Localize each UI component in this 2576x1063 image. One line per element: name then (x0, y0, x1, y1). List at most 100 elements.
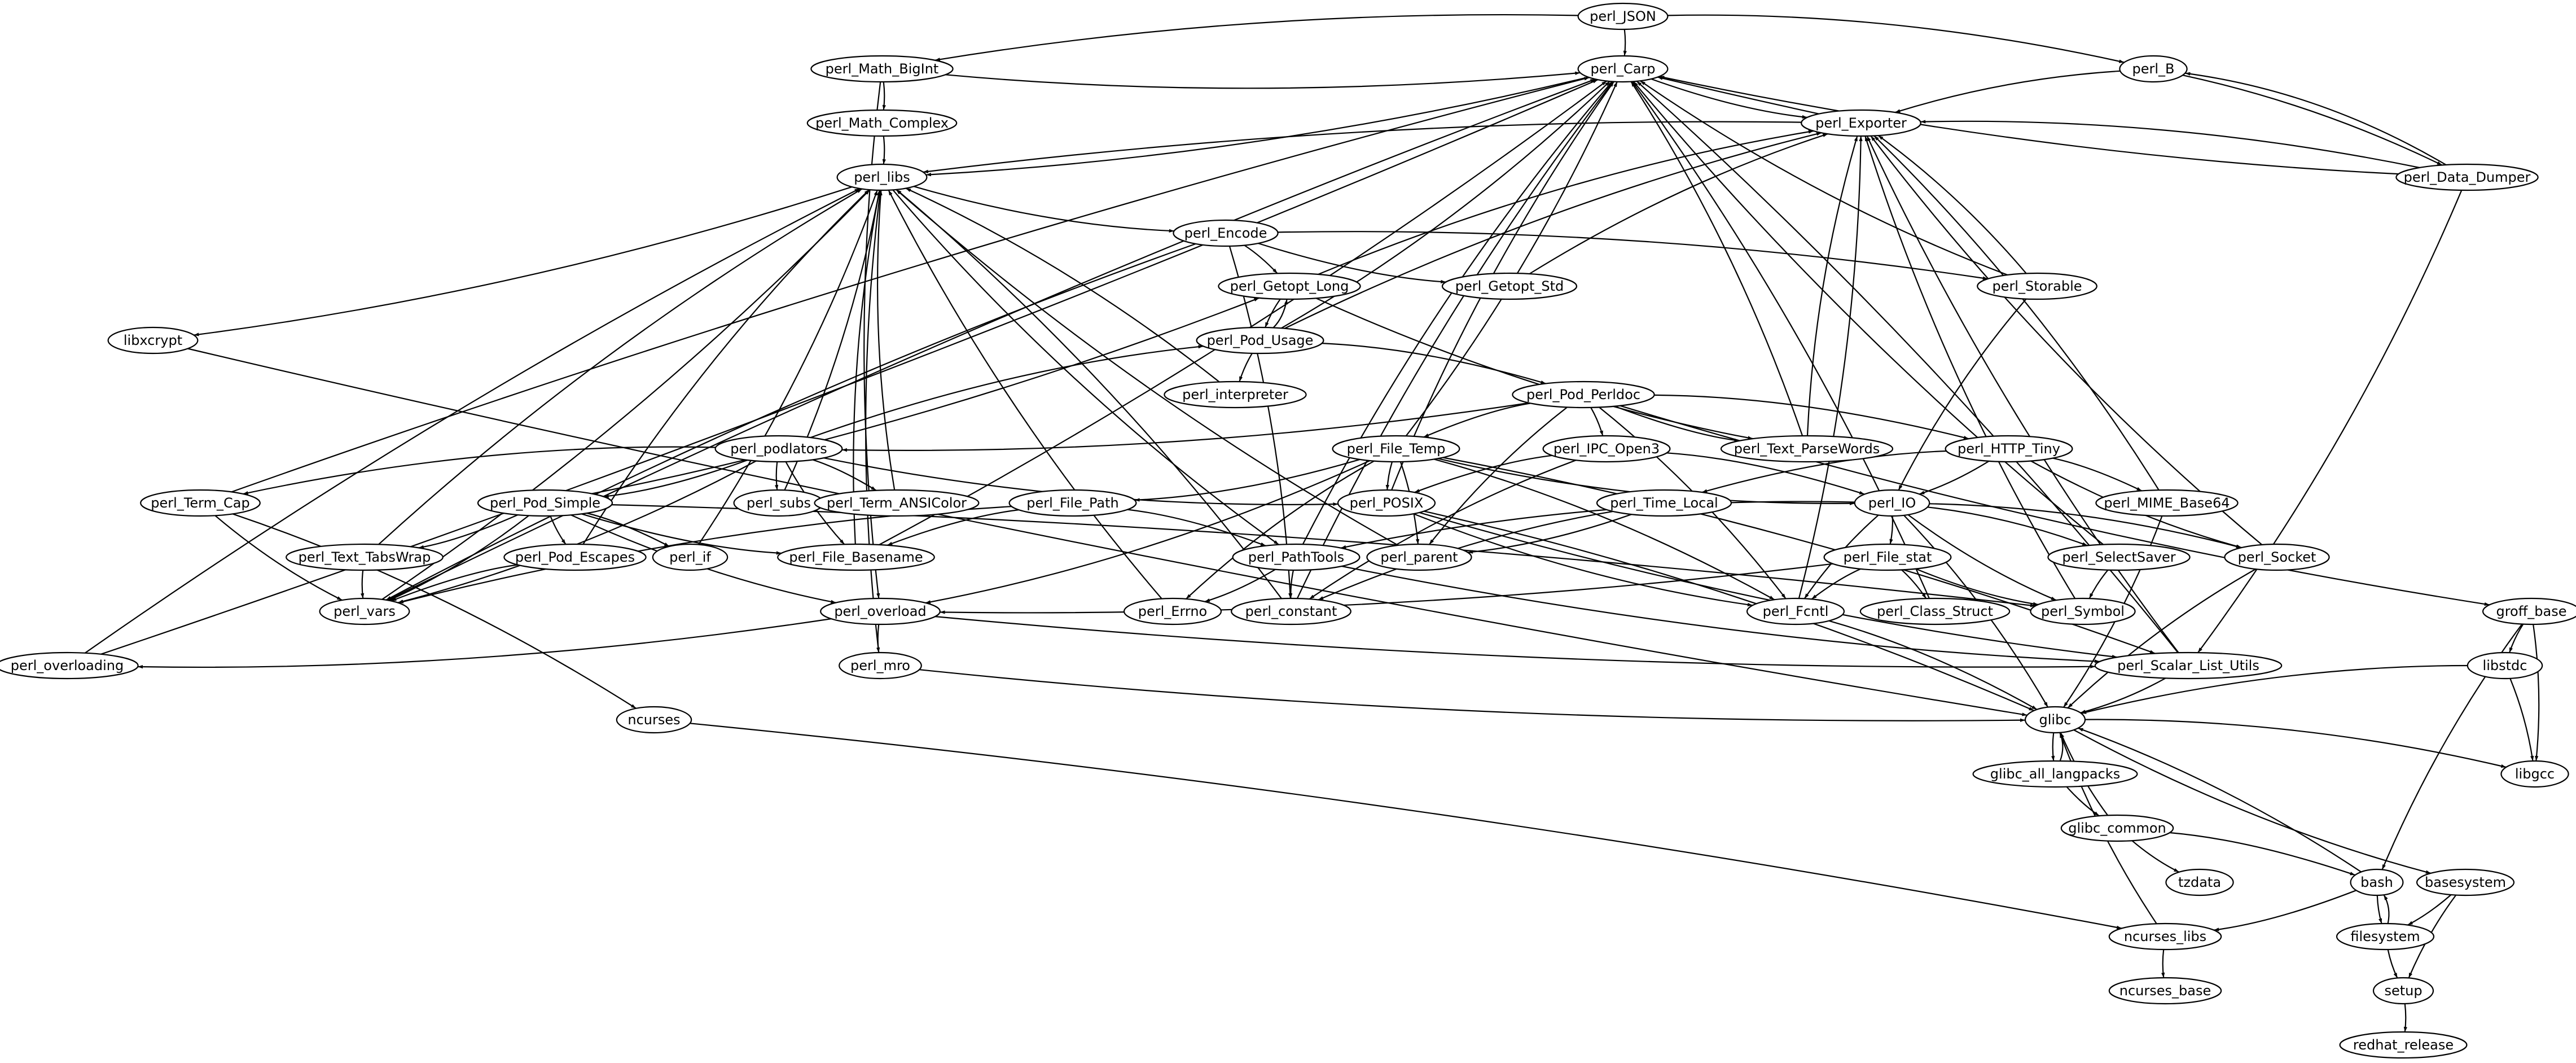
node-ncurses-libs[interactable]: ncurses_libs (2108, 922, 2222, 951)
node-label: perl_Scalar_List_Utils (2117, 658, 2259, 673)
node-label: perl_IO (1868, 495, 1916, 511)
node-perl-json[interactable]: perl_JSON (1577, 2, 1669, 30)
edge-perl-pod-perldoc-to-perl-file-temp (1423, 403, 1531, 438)
node-perl-file-temp[interactable]: perl_File_Temp (1332, 435, 1460, 463)
node-label: perl_Symbol (2041, 603, 2125, 619)
edge-perl-time-local-to-perl-constant (1318, 510, 1613, 601)
edge-perl-storable-to-perl-carp (1640, 80, 2008, 276)
node-perl-exporter[interactable]: perl_Exporter (1801, 109, 1921, 137)
node-perl-parent[interactable]: perl_parent (1366, 543, 1472, 571)
edge-perl-pod-usage-to-perl-interpreter (1239, 353, 1253, 382)
node-perl-selectsaver[interactable]: perl_SelectSaver (2047, 543, 2191, 571)
node-perl-getopt-std[interactable]: perl_Getopt_Std (1441, 272, 1578, 300)
node-perl-file-stat[interactable]: perl_File_stat (1823, 543, 1952, 571)
edge-perl-podlators-to-perl-term-ansicolor (812, 459, 877, 491)
node-libgcc[interactable]: libgcc (2500, 760, 2569, 788)
node-shape (814, 489, 980, 517)
node-glibc[interactable]: glibc (2024, 706, 2086, 734)
node-shape (2030, 597, 2136, 625)
node-filesystem[interactable]: filesystem (2336, 922, 2435, 951)
node-perl-constant[interactable]: perl_constant (1231, 597, 1351, 625)
node-shape (652, 543, 729, 571)
edge-perl-text-tabswrap-to-perl-vars (361, 570, 365, 599)
edge-perl-storable-to-perl-exporter (1877, 135, 2027, 274)
node-perl-overload[interactable]: perl_overload (820, 597, 941, 625)
node-tzdata[interactable]: tzdata (2165, 868, 2234, 896)
node-ncurses[interactable]: ncurses (616, 706, 692, 734)
node-libstdc[interactable]: libstdc (2467, 651, 2543, 680)
node-shape (286, 543, 444, 571)
node-glibc-common[interactable]: glibc_common (2060, 814, 2174, 842)
edge-perl-selectsaver-to-perl-symbol (2088, 569, 2109, 599)
edge-perl-mro-to-glibc (919, 669, 2026, 722)
node-perl-b[interactable]: perl_B (2119, 55, 2188, 83)
edge-perl-podlators-to-perl-pod-usage (810, 345, 1204, 439)
node-perl-if[interactable]: perl_if (652, 543, 729, 571)
node-label: perl_MIME_Base64 (2104, 495, 2230, 511)
node-perl-subs[interactable]: perl_subs (733, 489, 824, 517)
edge-perl-pathtools-to-perl-errno (1204, 568, 1276, 602)
node-shape (2395, 163, 2539, 191)
node-perl-errno[interactable]: perl_Errno (1123, 597, 1222, 625)
edge-perl-scalar-list-utils-to-perl-exporter (1866, 135, 2179, 653)
node-redhat-release[interactable]: redhat_release (2339, 1031, 2468, 1059)
edge-perl-file-temp-to-perl-errno (1186, 460, 1375, 600)
node-shape (820, 597, 941, 625)
node-label: perl_Socket (2238, 549, 2316, 565)
node-perl-carp[interactable]: perl_Carp (1577, 55, 1669, 83)
node-perl-symbol[interactable]: perl_Symbol (2030, 597, 2136, 625)
node-libxcrypt[interactable]: libxcrypt (107, 326, 199, 355)
node-perl-pod-perldoc[interactable]: perl_Pod_Perldoc (1512, 380, 1655, 409)
node-basesystem[interactable]: basesystem (2416, 868, 2515, 896)
node-perl-ipc-open3[interactable]: perl_IPC_Open3 (1542, 435, 1671, 463)
node-perl-pod-escapes[interactable]: perl_Pod_Escapes (503, 543, 647, 571)
node-perl-getopt-long[interactable]: perl_Getopt_Long (1218, 272, 1361, 300)
node-perl-storable[interactable]: perl_Storable (1977, 272, 2097, 300)
node-perl-podlators[interactable]: perl_podlators (714, 435, 843, 463)
node-perl-math-complex[interactable]: perl_Math_Complex (806, 109, 958, 137)
node-shape (2416, 868, 2515, 896)
node-perl-file-basename[interactable]: perl_File_Basename (777, 543, 935, 571)
node-perl-scalar-list-utils[interactable]: perl_Scalar_List_Utils (2094, 651, 2283, 680)
node-perl-mime-base64[interactable]: perl_MIME_Base64 (2095, 489, 2239, 517)
node-setup[interactable]: setup (2372, 977, 2434, 1005)
node-bash[interactable]: bash (2350, 868, 2404, 896)
node-label: perl_Pod_Usage (1207, 333, 1314, 348)
node-perl-class-struct[interactable]: perl_Class_Struct (1859, 597, 2011, 625)
node-perl-pod-usage[interactable]: perl_Pod_Usage (1196, 326, 1324, 355)
node-perl-pathtools[interactable]: perl_PathTools (1232, 543, 1361, 571)
node-shape (777, 543, 935, 571)
node-perl-term-cap[interactable]: perl_Term_Cap (140, 489, 261, 517)
node-perl-file-path[interactable]: perl_File_Path (1008, 489, 1137, 517)
node-perl-term-ansicolor[interactable]: perl_Term_ANSIColor (814, 489, 980, 517)
node-label: ncurses (627, 712, 680, 728)
node-perl-io[interactable]: perl_IO (1854, 489, 1930, 517)
node-groff-base[interactable]: groff_base (2482, 597, 2576, 625)
node-ncurses-base[interactable]: ncurses_base (2108, 977, 2222, 1005)
node-perl-fcntl[interactable]: perl_Fcntl (1746, 597, 1845, 625)
node-perl-math-bigint[interactable]: perl_Math_BigInt (810, 55, 954, 83)
node-perl-socket[interactable]: perl_Socket (2224, 543, 2330, 571)
edge-perl-term-ansicolor-to-perl-libs (877, 190, 896, 491)
edge-perl-libs-to-perl-pathtools (892, 189, 1279, 545)
node-glibc-all-langpacks[interactable]: glibc_all_langpacks (1972, 760, 2138, 788)
node-label: perl_libs (854, 169, 910, 185)
node-perl-pod-simple[interactable]: perl_Pod_Simple (477, 489, 613, 517)
node-perl-interpreter[interactable]: perl_interpreter (1164, 380, 1307, 409)
node-label: libxcrypt (124, 333, 182, 348)
node-perl-encode[interactable]: perl_Encode (1173, 219, 1279, 247)
node-perl-overloading[interactable]: perl_overloading (0, 651, 139, 680)
node-perl-text-tabswrap[interactable]: perl_Text_TabsWrap (286, 543, 444, 571)
edge-perl-text-tabswrap-to-perl-libs (378, 188, 863, 545)
edge-perl-io-to-perl-symbol (1907, 514, 2057, 601)
node-perl-text-parsewords[interactable]: perl_Text_ParseWords (1720, 435, 1894, 463)
node-perl-http-tiny[interactable]: perl_HTTP_Tiny (1945, 435, 2073, 463)
node-perl-posix[interactable]: perl_POSIX (1337, 489, 1436, 517)
node-perl-libs[interactable]: perl_libs (836, 163, 928, 191)
node-perl-data-dumper[interactable]: perl_Data_Dumper (2395, 163, 2539, 191)
node-perl-mro[interactable]: perl_mro (839, 651, 922, 680)
node-perl-time-local[interactable]: perl_Time_Local (1596, 489, 1732, 517)
node-shape (2165, 868, 2234, 896)
edge-libstdc-to-libgcc (2509, 678, 2534, 762)
node-perl-vars[interactable]: perl_vars (319, 597, 410, 625)
